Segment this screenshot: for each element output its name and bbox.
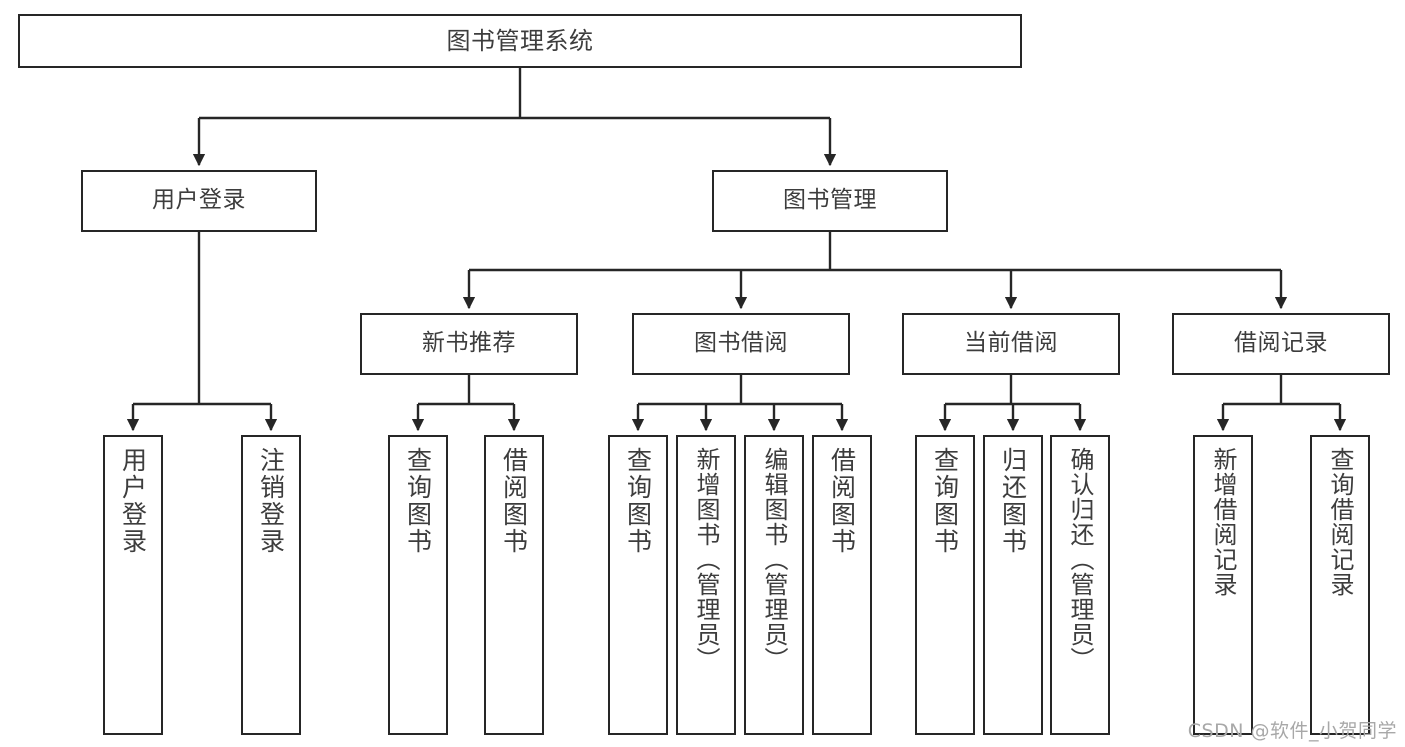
node-borrow-record[interactable]: 借阅记录 — [1172, 313, 1390, 375]
leaf-label: 借阅图书 — [499, 447, 529, 555]
node-book-borrow[interactable]: 图书借阅 — [632, 313, 850, 375]
leaf-user-logout[interactable]: 注销登录 — [241, 435, 301, 735]
leaf-label: 查询借阅记录 — [1326, 447, 1354, 597]
node-user-login[interactable]: 用户登录 — [81, 170, 317, 232]
leaf-label: 借阅图书 — [827, 447, 857, 555]
leaf-query-book-recommend[interactable]: 查询图书 — [388, 435, 448, 735]
leaf-add-book-admin[interactable]: 新增图书（管理员） — [676, 435, 736, 735]
node-book-management-label: 图书管理 — [783, 187, 877, 214]
leaf-label: 查询图书 — [403, 447, 433, 555]
node-book-management[interactable]: 图书管理 — [712, 170, 948, 232]
leaf-label: 查询图书 — [930, 447, 960, 555]
node-root[interactable]: 图书管理系统 — [18, 14, 1022, 68]
watermark: CSDN @软件_小贺同学 — [1187, 720, 1397, 742]
node-new-book-recommend[interactable]: 新书推荐 — [360, 313, 578, 375]
leaf-label: 编辑图书（管理员） — [760, 447, 788, 672]
leaf-query-borrow-record[interactable]: 查询借阅记录 — [1310, 435, 1370, 735]
leaf-confirm-return-admin[interactable]: 确认归还（管理员） — [1050, 435, 1110, 735]
leaf-label: 查询图书 — [623, 447, 653, 555]
node-root-label: 图书管理系统 — [446, 26, 594, 55]
node-current-borrow[interactable]: 当前借阅 — [902, 313, 1120, 375]
leaf-edit-book-admin[interactable]: 编辑图书（管理员） — [744, 435, 804, 735]
leaf-return-book[interactable]: 归还图书 — [983, 435, 1043, 735]
leaf-query-book-current[interactable]: 查询图书 — [915, 435, 975, 735]
leaf-label: 注销登录 — [256, 447, 286, 555]
leaf-user-login[interactable]: 用户登录 — [103, 435, 163, 735]
leaf-label: 确认归还（管理员） — [1066, 447, 1094, 672]
leaf-label: 新增图书（管理员） — [692, 447, 720, 672]
leaf-label: 归还图书 — [998, 447, 1028, 555]
leaf-label: 用户登录 — [118, 447, 148, 555]
leaf-borrow-book-recommend[interactable]: 借阅图书 — [484, 435, 544, 735]
node-new-book-recommend-label: 新书推荐 — [422, 330, 516, 357]
node-user-login-label: 用户登录 — [152, 187, 246, 214]
node-borrow-record-label: 借阅记录 — [1234, 330, 1328, 357]
leaf-label: 新增借阅记录 — [1209, 447, 1237, 597]
node-current-borrow-label: 当前借阅 — [964, 330, 1058, 357]
leaf-query-book-borrow[interactable]: 查询图书 — [608, 435, 668, 735]
node-book-borrow-label: 图书借阅 — [694, 330, 788, 357]
leaf-borrow-book[interactable]: 借阅图书 — [812, 435, 872, 735]
leaf-add-borrow-record[interactable]: 新增借阅记录 — [1193, 435, 1253, 735]
